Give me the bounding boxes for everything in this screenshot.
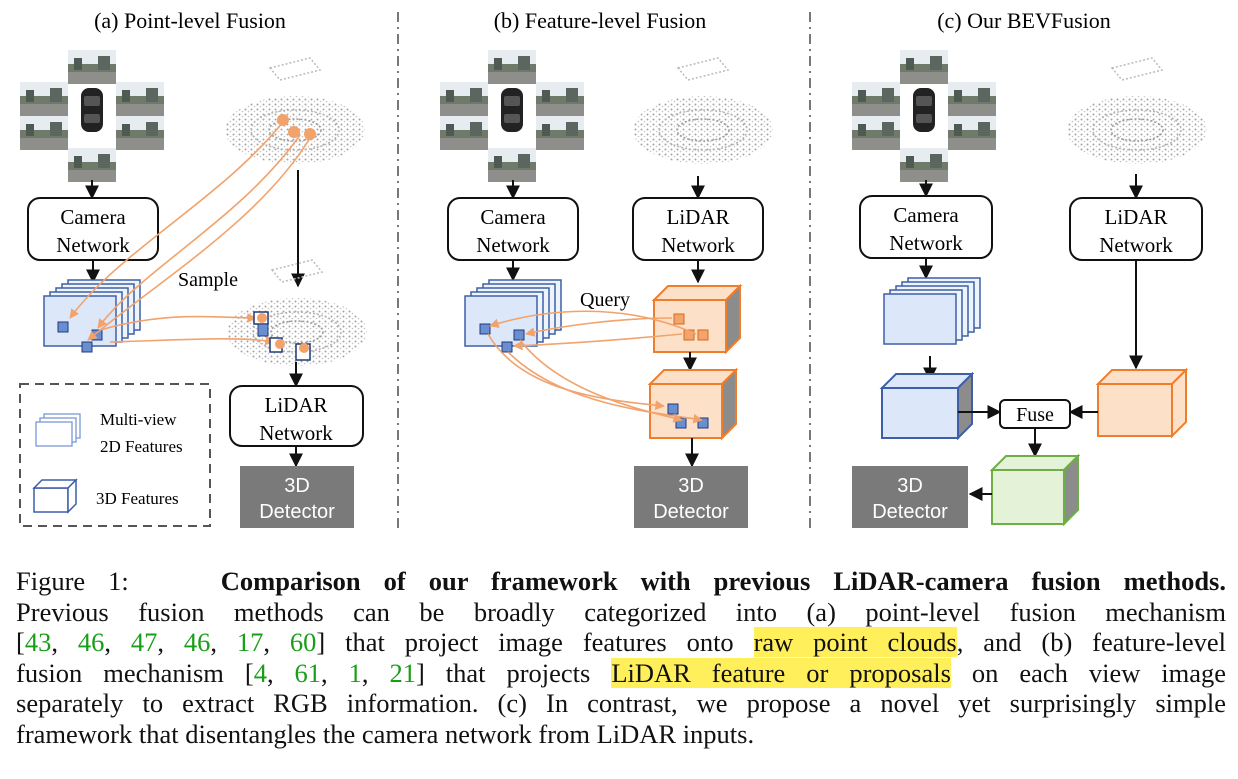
lidar-label: LiDAR [667,205,730,229]
figure-label: Figure 1: [16,566,129,596]
lidar-label: LiDAR [265,393,328,417]
detector-label: 3D [897,475,923,497]
highlight-raw-point-clouds: raw point clouds [753,627,957,658]
citation-link[interactable]: 1 [348,657,362,688]
caption-line-6: framework that disentangles the camera n… [16,718,755,749]
detector-label: Detector [259,501,335,523]
fused-3d-feature-box [647,367,739,441]
panel-a-title: (a) Point-level Fusion [94,8,286,33]
legend-2d-icon [35,413,81,447]
citation-link[interactable]: 4 [253,657,267,688]
figure-caption: Figure 1: Comparison of our framework wi… [16,566,1226,750]
highlight-lidar-feature: LiDAR feature or proposals [611,657,951,688]
panel-c-title: (c) Our BEVFusion [937,8,1111,33]
caption-text: ] that projects [415,657,591,688]
citation-link[interactable]: 60 [289,627,317,658]
camera-images [440,50,584,182]
panel-b: Camera Network LiDAR Network Query [440,50,774,528]
query-label: Query [580,289,630,311]
camera-label: Camera [893,203,959,227]
point-cloud [632,57,774,165]
sample-label: Sample [178,269,238,291]
lidar-label: LiDAR [1105,205,1168,229]
detector-box [634,466,748,528]
citation-link[interactable]: 47 [130,627,158,658]
lidar-bev-feature-box [1095,367,1189,439]
legend-label: Multi-view [100,410,177,429]
detector-label: 3D [284,475,310,497]
network-label: Network [476,233,550,257]
caption-line-5: separately to extract RGB information. (… [16,688,1226,719]
citation-link[interactable]: 46 [77,627,105,658]
legend-label: 3D Features [96,489,179,508]
detector-label: Detector [872,501,948,523]
camera-images [852,50,996,182]
camera-bev-feature-box [879,371,975,441]
caption-text: , and (b) feature-level [956,627,1227,658]
figure-diagram: (a) Point-level Fusion (b) Feature-level… [19,8,1208,530]
lidar-3d-feature-box [651,283,743,355]
network-label: Network [1099,233,1173,257]
legend-label: 2D Features [100,437,183,456]
citation-link[interactable]: 17 [236,627,264,658]
caption-line-1: Figure 1: Comparison of our framework wi… [16,566,1226,597]
detector-label: Detector [653,501,729,523]
point-cloud [224,57,366,165]
caption-line-3: [43, 46, 47, 46, 17, 60] that project im… [16,627,1227,658]
camera-images [20,50,164,182]
caption-text: fusion mechanism [ [16,657,254,688]
caption-text: on each view image [971,657,1227,688]
legend-box [19,383,211,527]
camera-label: Camera [480,205,546,229]
panel-c: Camera Network LiDAR Network Fuse [852,50,1208,528]
caption-title: Comparison of our framework with previou… [220,566,1226,596]
caption-text: [ [16,627,25,658]
camera-label: Camera [60,205,126,229]
citation-link[interactable]: 61 [294,657,322,688]
panel-b-title: (b) Feature-level Fusion [494,8,707,33]
caption-text: ] that project image features onto [316,627,734,658]
network-label: Network [56,233,130,257]
network-label: Network [259,421,333,445]
network-label: Network [889,231,963,255]
caption-line-2: Previous fusion methods can be broadly c… [16,596,1226,627]
fused-bev-feature-box [989,453,1081,527]
caption-line-4: fusion mechanism [4, 61, 1, 21] that pro… [16,657,1227,688]
panel-a: Camera Network Sample LiDAR Network 3D D… [19,50,368,528]
detector-label: 3D [678,475,704,497]
fuse-label: Fuse [1016,404,1054,426]
detector-box [852,466,968,528]
citation-link[interactable]: 43 [24,627,52,658]
citation-link[interactable]: 46 [183,627,211,658]
multi-view-2d-features [883,277,981,345]
network-label: Network [661,233,735,257]
detector-box [240,466,354,528]
citation-link[interactable]: 21 [389,657,416,688]
point-cloud [1066,57,1208,165]
legend-3d-icon [32,478,78,514]
